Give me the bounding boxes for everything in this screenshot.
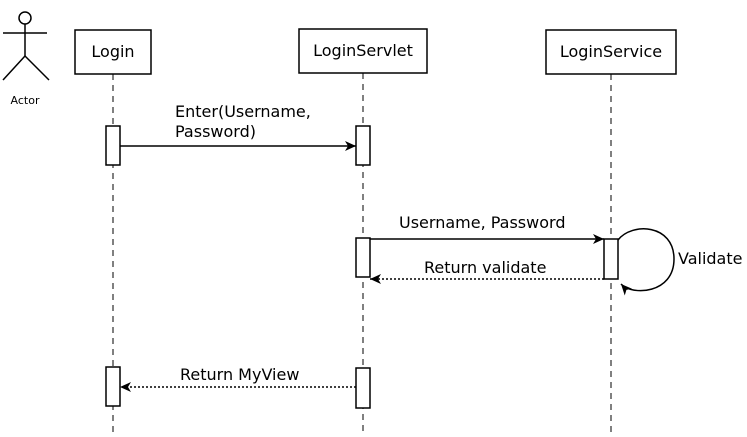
actor-right-leg [24, 55, 50, 81]
activation-login-1[interactable] [105, 125, 121, 166]
message-enter-label-line1: Enter(Username, [175, 102, 311, 121]
activation-servlet-3[interactable] [355, 367, 371, 409]
actor-left-leg [2, 55, 26, 81]
actor: Actor [2, 11, 50, 107]
activation-servlet-1[interactable] [355, 125, 371, 166]
message-username-label: Username, Password [399, 213, 565, 232]
message-enter-credentials[interactable]: Enter(Username, Password) [120, 102, 356, 151]
message-validate-loop [617, 228, 675, 296]
actor-head-icon [18, 11, 32, 25]
activation-servlet-2[interactable] [355, 237, 371, 278]
message-validate-self[interactable]: Validate [617, 228, 742, 296]
message-return-validate[interactable]: Return validate [370, 258, 604, 284]
message-username-password[interactable]: Username, Password [370, 213, 604, 244]
activation-login-2[interactable] [105, 366, 121, 407]
lifeline-servlet: LoginServlet [298, 28, 428, 432]
actor-label: Actor [11, 94, 40, 107]
lifeline-service-label: LoginService [560, 42, 662, 61]
activation-service-1[interactable] [603, 238, 619, 280]
lifeline-service-head[interactable] [545, 29, 677, 75]
lifeline-login-head[interactable] [74, 29, 152, 75]
message-validate-label: Validate [678, 249, 742, 268]
message-return-validate-label: Return validate [424, 258, 546, 277]
message-return-myview[interactable]: Return MyView [120, 365, 356, 392]
lifeline-login-label: Login [91, 42, 134, 61]
message-enter-label-line2: Password) [175, 122, 256, 141]
message-return-myview-label: Return MyView [180, 365, 299, 384]
lifeline-servlet-label: LoginServlet [313, 41, 413, 60]
lifeline-servlet-head[interactable] [298, 28, 428, 74]
